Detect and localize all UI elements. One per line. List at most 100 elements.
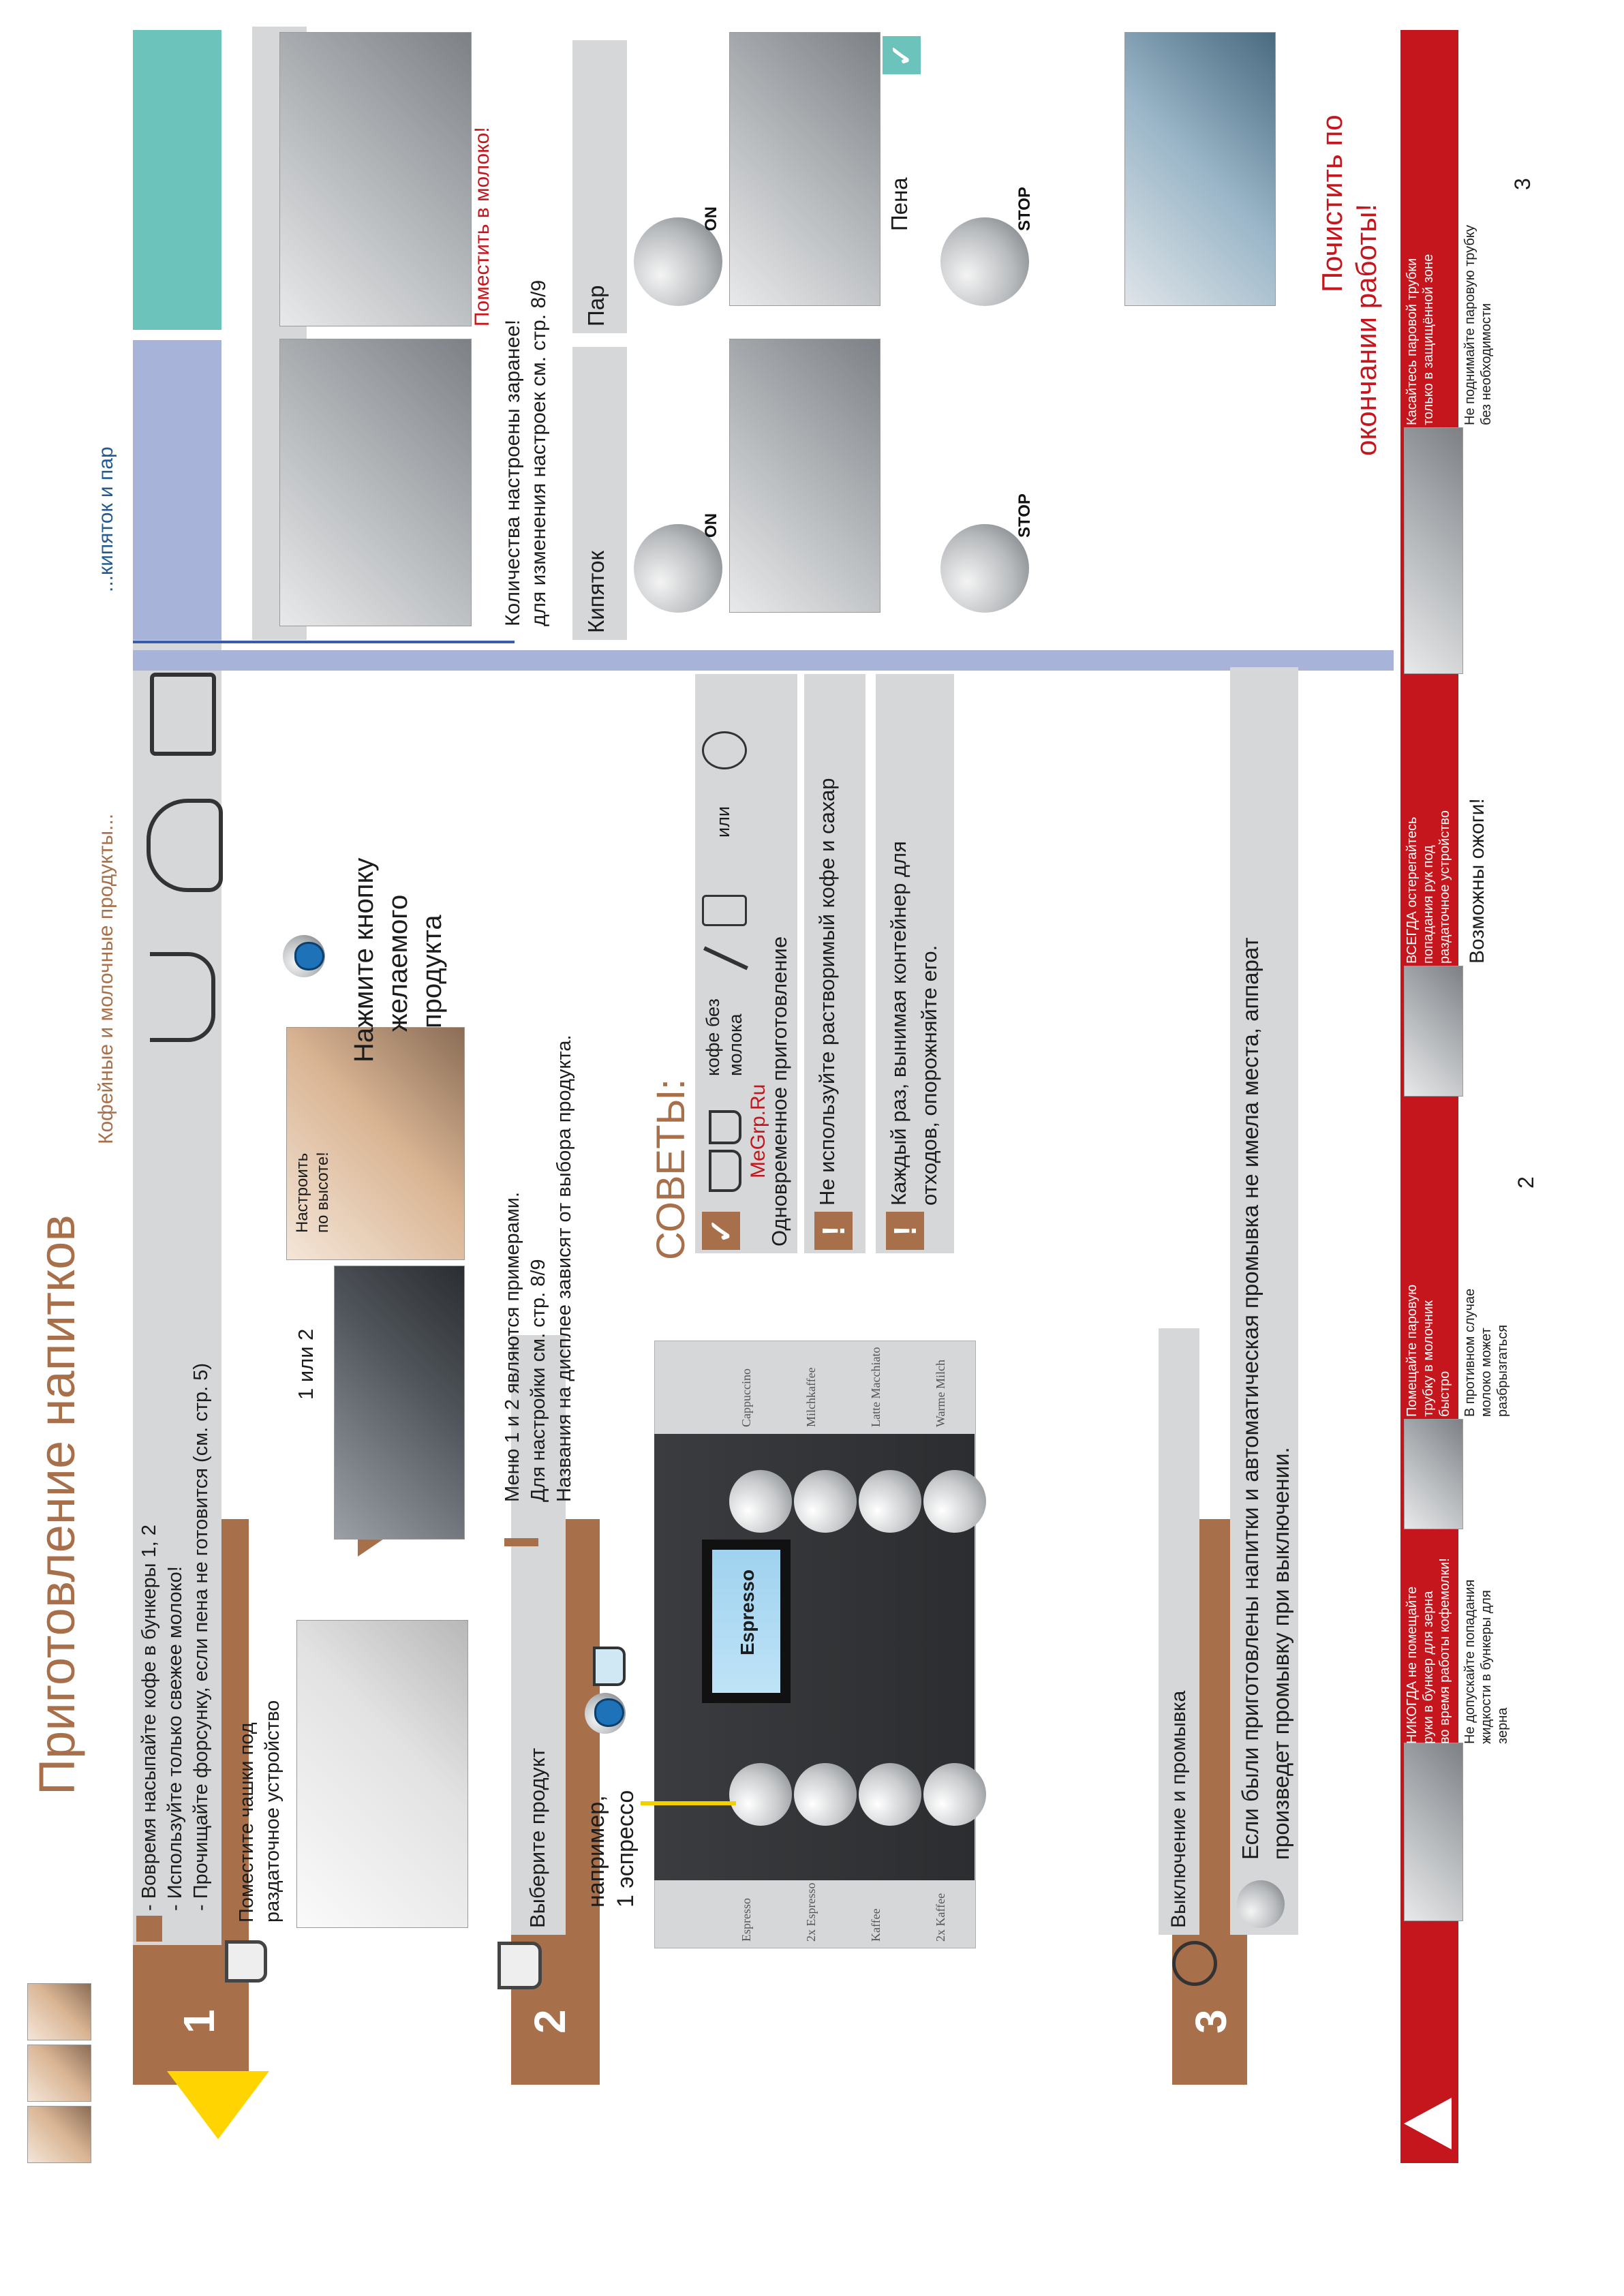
- panel-button-milchkaffee[interactable]: [794, 1470, 857, 1533]
- warn-never-2: руки в бункер для зерна: [1421, 1591, 1436, 1744]
- tip-coffee-without-milk-2: молока: [725, 1013, 746, 1076]
- hot-water-stop-label: STOP: [1015, 493, 1034, 538]
- adjust-height-line1: Настроить: [293, 1152, 311, 1233]
- warn-never-1: НИКОГДА не помещайте: [1405, 1586, 1420, 1744]
- example-finger-icon: [594, 1698, 624, 1727]
- warn-never-3: во время работы кофемолки!: [1437, 1558, 1452, 1744]
- example-line1: например,: [583, 1795, 609, 1908]
- cup-thumb-3: [27, 1983, 91, 2040]
- page-ref-3: 3: [1510, 178, 1535, 190]
- page-ref-2: 2: [1514, 1176, 1538, 1189]
- tips-heading: СОВЕТЫ:: [649, 1079, 693, 1260]
- warning-small-icon: [136, 1916, 162, 1942]
- tip-exclaim-2: !: [886, 1212, 924, 1250]
- steam-stop-label: STOP: [1015, 187, 1034, 231]
- panel-label-2x-kaffee: 2x Kaffee: [934, 1893, 947, 1942]
- step2-cup-icon: [497, 1942, 542, 1989]
- yellow-nav-arrow[interactable]: [167, 2071, 269, 2139]
- warn-photo-jug: [1404, 1419, 1463, 1529]
- example-line2: 1 эспрессо: [613, 1790, 639, 1908]
- tip-check-1: ✓: [702, 1212, 740, 1250]
- clean-after-1: Почистить по: [1316, 114, 1348, 292]
- steam-label: Пар: [583, 285, 609, 326]
- panel-button-2x-espresso[interactable]: [794, 1763, 857, 1826]
- one-or-two-label: 1 или 2: [294, 1328, 318, 1400]
- foam-check: ✓: [883, 36, 921, 74]
- panel-button-warme-milch[interactable]: [923, 1470, 986, 1533]
- power-button-icon: [1237, 1880, 1285, 1928]
- warn-no-liquid-2: жидкости в бункеры для: [1479, 1590, 1494, 1744]
- step3-number: 3: [1186, 2009, 1236, 2034]
- cup-icon: [225, 1940, 267, 1983]
- panel-label-2x-espresso: 2x Espresso: [804, 1882, 818, 1942]
- page-title: Приготовление напитков: [29, 1214, 85, 1795]
- step1-bullet-1: - Вовремя насыпайте кофе в бункеры 1, 2: [138, 1525, 160, 1911]
- warn-dont-lift-1: Не поднимайте паровую трубку: [1462, 225, 1477, 425]
- panel-label-milchkaffee: Milchkaffee: [804, 1367, 818, 1427]
- warn-touch-tube-2: только в защищённой зоне: [1421, 254, 1436, 425]
- panel-button-latte[interactable]: [859, 1470, 921, 1533]
- select-product-label: Выберите продукт: [525, 1747, 549, 1928]
- finger-icon: [294, 942, 324, 970]
- panel-label-latte: Latte Macchiato: [869, 1347, 883, 1427]
- tip-coffee-without-milk-1: кофе без: [703, 998, 723, 1076]
- warn-splash-1: В противном случае: [1462, 1288, 1477, 1417]
- panel-button-kaffee[interactable]: [859, 1763, 921, 1826]
- tip-exclaim-1: !: [814, 1212, 853, 1250]
- subtitle-water: ...кипяток и пар: [95, 446, 117, 592]
- warn-photo-hands: [1404, 1743, 1463, 1921]
- hot-water-glass-photo: [729, 339, 880, 613]
- hot-water-photo: [279, 339, 472, 626]
- clean-after-2: окончании работы!: [1350, 203, 1382, 456]
- cup-thumbnails: [27, 1979, 92, 2163]
- section-divider-blue: [133, 650, 1394, 671]
- tip-cup-icon: [709, 1150, 741, 1192]
- example-cup-icon: [593, 1647, 626, 1686]
- note-line-3: Названия на дисплее зависят от выбора пр…: [553, 1035, 575, 1502]
- note-line-2: Для настройки см. стр. 8/9: [527, 1259, 549, 1502]
- adjust-height-line2: по высоте!: [313, 1152, 332, 1233]
- power-icon: [1172, 1941, 1217, 1986]
- section-divider-thin: [133, 641, 515, 643]
- panel-button-cappuccino[interactable]: [729, 1470, 792, 1533]
- step3-text-1: Если были приготовлены напитки и автомат…: [1238, 937, 1263, 1860]
- callout-line: [641, 1801, 736, 1805]
- hot-water-label: Кипяток: [583, 551, 609, 633]
- warn-no-liquid-3: зерна: [1495, 1707, 1510, 1744]
- warn-always-3: раздаточное устройство: [1437, 810, 1452, 964]
- steam-icon-small: [702, 731, 747, 769]
- cleaning-photo: [1124, 32, 1276, 306]
- warn-splash-2: молоко может: [1479, 1328, 1494, 1417]
- watermark: MeGrp.Ru: [747, 1084, 769, 1178]
- step1-bullet-2: - Используйте только свежее молоко!: [164, 1566, 186, 1911]
- step1-number: 1: [174, 2009, 224, 2034]
- preset-line2: для изменения настроек см. стр. 8/9: [527, 279, 550, 626]
- cup-thumb-1: [27, 2106, 91, 2163]
- warn-always-1: ВСЕГДА остерегайтесь: [1405, 816, 1420, 964]
- step3-text-2: произведет промывку при выключении.: [1268, 1447, 1293, 1860]
- warn-photo-dispenser: [1404, 966, 1463, 1097]
- tip-waste-2: отходов, опорожняйте его.: [917, 945, 941, 1206]
- cup-thumb-2: [27, 2045, 91, 2102]
- tip-or: или: [713, 806, 733, 838]
- put-in-milk: Поместить в молоко!: [471, 127, 493, 326]
- press-button-line2: желаемого: [383, 894, 413, 1032]
- steam-photo: [279, 32, 472, 326]
- warn-photo-tube: [1404, 427, 1463, 674]
- tip-waste-1: Каждый раз, вынимая контейнер для: [887, 841, 910, 1206]
- hot-water-header: [133, 340, 221, 640]
- warning-triangle-icon: [1404, 2098, 1452, 2149]
- place-cups-line1: Поместите чашки под: [236, 1722, 258, 1923]
- panel-button-espresso[interactable]: [729, 1763, 792, 1826]
- latte-glass-icon: [150, 673, 216, 756]
- hot-water-icon-small: [702, 895, 747, 926]
- tip-no-instant: Не используйте растворимый кофе и сахар: [815, 778, 839, 1206]
- panel-label-espresso: Espresso: [739, 1898, 753, 1942]
- warn-steam-tube-2: трубку в молочник: [1421, 1300, 1436, 1417]
- panel-button-2x-kaffee[interactable]: [923, 1763, 986, 1826]
- warn-dont-lift-2: без необходимости: [1479, 303, 1494, 425]
- warn-always-2: попадания рук под: [1421, 845, 1436, 964]
- panel-label-warme-milch: Warme Milch: [934, 1359, 947, 1427]
- step2-number: 2: [525, 2009, 574, 2034]
